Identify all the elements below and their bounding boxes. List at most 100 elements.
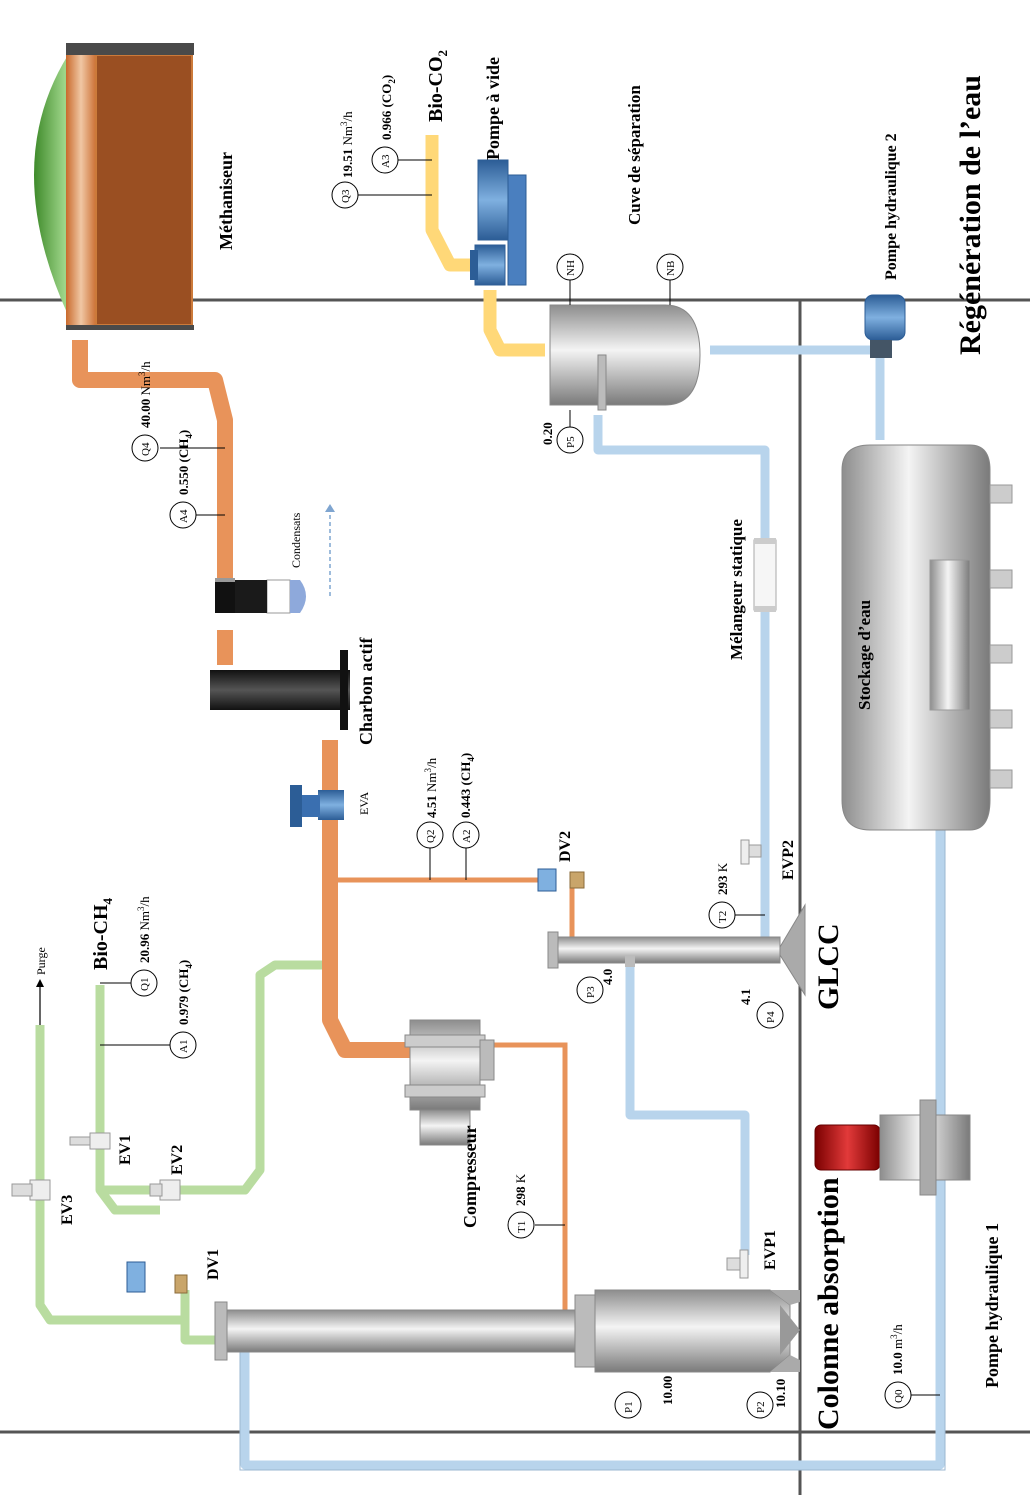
glcc-separator <box>547 903 806 997</box>
q1-tag: Q1 <box>139 978 151 991</box>
ev1-valve <box>69 1132 111 1150</box>
compressor-label: Compresseur <box>460 1125 480 1228</box>
ev2-valve <box>149 1179 181 1201</box>
q1-value: 20.96 <box>137 933 152 963</box>
condensate-arrow-head <box>325 504 335 512</box>
q3-unit-tail: /h <box>340 111 355 122</box>
p1-value: 10.00 <box>660 1376 675 1405</box>
a2-gas-sub: 4 <box>466 757 476 762</box>
p3-value: 4.0 <box>600 969 615 985</box>
p1-tag: P1 <box>623 1401 635 1413</box>
a2-tag: A2 <box>461 830 473 843</box>
q4-unit-sup: 3 <box>137 371 147 376</box>
bio-ch4-label: Bio-CH4 <box>90 897 115 970</box>
hydraulic-pump-2 <box>864 294 906 358</box>
t1-tag: T1 <box>516 1221 528 1233</box>
biomethane-pipes <box>35 960 325 1345</box>
q1-unit-tail: /h <box>137 896 152 907</box>
absorption-column <box>214 1289 800 1373</box>
a2-value: 0.443 <box>458 788 473 818</box>
q3-unit: Nm <box>340 126 355 146</box>
t2-tag: T2 <box>717 911 729 923</box>
digester-label: Méthaniseur <box>216 152 236 250</box>
hydraulic-pump-2-label: Pompe hydraulique 2 <box>883 133 900 280</box>
q4-value: 40.00 <box>138 399 153 428</box>
vacuum-pump <box>470 159 527 286</box>
ev3-label: EV3 <box>59 1195 76 1225</box>
vacuum-pump-label: Pompe à vide <box>483 57 503 160</box>
a1-gas-sub: 4 <box>184 964 194 969</box>
p4-value: 4.1 <box>738 989 753 1005</box>
bio-ch4-subscript: 4 <box>100 897 115 904</box>
a1-gas: (CH <box>176 969 191 993</box>
ev3-valve <box>11 1179 51 1201</box>
q2-tag: Q2 <box>425 830 437 843</box>
q1-reading: 20.96 Nm3/h <box>136 896 152 963</box>
dv1-valve <box>126 1261 188 1294</box>
instrument-circles <box>130 146 912 1419</box>
a4-gas: (CH <box>176 439 191 463</box>
hydraulic-pump-1 <box>814 1099 971 1196</box>
q2-unit-sup: 3 <box>423 768 433 773</box>
a3-tag: A3 <box>380 154 392 168</box>
a2-gas-tail: ) <box>458 753 473 757</box>
a4-gas-sub: 4 <box>184 434 194 439</box>
q1-unit-sup: 3 <box>136 906 146 911</box>
q4-reading: 40.00 Nm3/h <box>137 361 153 428</box>
a3-value: 0.966 <box>379 110 394 140</box>
eva-label: EVA <box>357 792 371 815</box>
q0-value: 10.0 <box>890 1352 905 1375</box>
q2-unit: Nm <box>424 773 439 793</box>
static-mixer-label: Mélangeur statique <box>727 519 746 660</box>
ev2-label: EV2 <box>169 1145 186 1175</box>
a2-reading: 0.443 (CH4) <box>458 753 476 818</box>
activated-carbon <box>210 650 350 730</box>
a1-value: 0.979 <box>176 995 191 1025</box>
dv2-label: DV2 <box>557 831 574 862</box>
evp2-valve <box>740 839 762 865</box>
section-regeneration: Régénération de l’eau <box>954 75 987 355</box>
a4-gas-tail: ) <box>176 430 191 434</box>
a4-value: 0.550 <box>176 466 191 495</box>
condensate-separator <box>215 578 306 614</box>
evp1-valve <box>726 1249 749 1279</box>
bio-ch4-text: Bio-CH <box>90 904 112 970</box>
q0-unit-tail: /h <box>890 1324 905 1335</box>
a3-gas: (CO <box>379 84 394 108</box>
dv1-label: DV1 <box>205 1249 222 1280</box>
t1-value: 298 <box>513 1186 528 1206</box>
q3-reading: 19.51 Nm3/h <box>339 111 355 178</box>
separation-tank <box>549 304 701 411</box>
activated-carbon-label: Charbon actif <box>356 636 376 745</box>
q2-value: 4.51 <box>424 795 439 818</box>
bio-co2-label: Bio-CO2 <box>425 50 450 122</box>
q4-unit: Nm <box>138 376 153 396</box>
t2-unit: K <box>715 862 730 872</box>
a1-reading: 0.979 (CH4) <box>176 960 194 1025</box>
dv2-valve <box>537 868 585 892</box>
q3-tag: Q3 <box>340 189 352 203</box>
q4-tag: Q4 <box>140 442 152 456</box>
section-glcc: GLCC <box>812 923 845 1010</box>
section-regeneration-label: Régénération de l’eau <box>954 75 987 355</box>
condensates-label: Condensats <box>289 512 303 568</box>
digester <box>34 43 194 330</box>
q3-unit-sup: 3 <box>339 121 349 126</box>
bioco2-pipes <box>425 135 545 357</box>
p2-value: 10.10 <box>773 1379 788 1408</box>
a4-tag: A4 <box>178 509 190 523</box>
q4-unit-tail: /h <box>138 361 153 372</box>
q2-reading: 4.51 Nm3/h <box>423 757 439 818</box>
p3-tag: P3 <box>585 986 597 998</box>
t1-reading: 298 K <box>513 1173 528 1206</box>
section-absorption: Colonne absorption <box>812 1177 845 1430</box>
instrument-tags: Q4 A4 Q3 A3 Q2 A2 Q1 A1 T1 T2 Q0 P1 P2 P… <box>139 154 905 1413</box>
p4-tag: P4 <box>765 1011 777 1023</box>
a2-gas: (CH <box>458 762 473 786</box>
t1-unit: K <box>513 1173 528 1183</box>
purge-arrow-head <box>36 979 44 987</box>
a1-tag: A1 <box>178 1040 190 1053</box>
separation-tank-label: Cuve de séparation <box>625 85 644 225</box>
section-glcc-label: GLCC <box>812 923 845 1010</box>
ev1-label: EV1 <box>117 1135 134 1165</box>
